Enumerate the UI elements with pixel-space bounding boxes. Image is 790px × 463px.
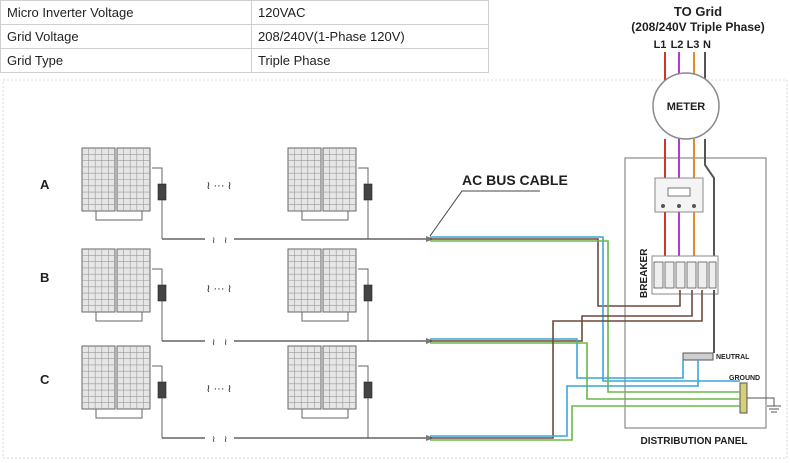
pv-module [81, 147, 116, 212]
pv-module [287, 248, 322, 313]
pv-module [287, 345, 322, 410]
ground-bar [739, 382, 748, 414]
cable-a-line [430, 238, 681, 307]
pv-module [322, 248, 357, 313]
cable-b-ground [430, 342, 740, 400]
spec-row: Grid Type Triple Phase [0, 48, 489, 73]
spec-value: Triple Phase [251, 48, 489, 73]
branch-label-c: C [40, 372, 50, 387]
svg-text:≀: ≀ [224, 434, 227, 444]
branch-trunk: ≀≀ [162, 235, 434, 245]
pv-array [81, 147, 167, 239]
panel-label: DISTRIBUTION PANEL [640, 436, 747, 447]
grid-line-label: L1 [654, 39, 667, 51]
neutral-bar [682, 352, 714, 361]
spec-row: Micro Inverter Voltage 120VAC [0, 0, 489, 25]
branch-trunk: ≀≀ [162, 434, 434, 444]
spec-label: Grid Voltage [0, 24, 252, 49]
pv-module [116, 248, 151, 313]
bus-cables [430, 236, 740, 441]
breaker-label: BREAKER [639, 248, 650, 298]
pv-array [287, 345, 373, 438]
breaker [664, 261, 675, 289]
panel-ellipsis: ≀ ··· ≀ [206, 180, 231, 192]
branch-label-a: A [40, 177, 50, 192]
meter [652, 72, 720, 140]
ground-icon [767, 405, 781, 413]
svg-text:≀: ≀ [224, 337, 227, 347]
ground-wire [747, 397, 775, 406]
micro-inverter [363, 381, 373, 399]
terminal [661, 204, 665, 208]
cable-c-ground [430, 405, 740, 441]
pv-module [81, 345, 116, 410]
panel-ellipsis: ≀ ··· ≀ [206, 383, 231, 395]
distribution-panel [624, 157, 767, 429]
pv-module [287, 147, 322, 212]
pv-module [322, 345, 357, 410]
breaker [686, 261, 697, 289]
bus-cable-label: AC BUS CABLE [462, 172, 568, 188]
micro-inverter [157, 183, 167, 201]
pv-array [287, 248, 373, 341]
pv-module [81, 248, 116, 313]
grid-line-label: L2 [671, 39, 684, 51]
bus-cable-pointer [429, 190, 540, 237]
breaker [675, 261, 686, 289]
svg-text:≀: ≀ [224, 235, 227, 245]
grid-line-label: L3 [687, 39, 700, 51]
terminal [692, 204, 696, 208]
micro-inverter [363, 183, 373, 201]
spec-label: Grid Type [0, 48, 252, 73]
cable-c-line [430, 290, 703, 439]
switch-toggle [667, 187, 691, 197]
meter-label: METER [667, 101, 706, 113]
cable-a-neutral [430, 236, 740, 382]
wire-n [704, 139, 715, 262]
micro-inverter [157, 381, 167, 399]
pv-array [81, 345, 167, 438]
meter-wires [664, 139, 715, 262]
cable-c-neutral [430, 360, 699, 437]
micro-inverter [363, 284, 373, 302]
pv-module [116, 147, 151, 212]
panel-ellipsis: ≀ ··· ≀ [206, 283, 231, 295]
grid-line-label: N [703, 39, 711, 51]
pv-array [287, 147, 373, 239]
grid-line-labels: L1 L2 L3 N [654, 39, 711, 51]
diagram-frame [2, 79, 788, 459]
pv-module [322, 147, 357, 212]
breaker [653, 261, 664, 289]
pv-module [116, 345, 151, 410]
cable-b-line [430, 290, 693, 342]
breaker [697, 261, 708, 289]
breaker [708, 261, 717, 289]
neutral-label: NEUTRAL [716, 354, 750, 361]
breakers [653, 261, 717, 289]
svg-text:≀: ≀ [212, 434, 215, 444]
feeder-wires [664, 212, 695, 262]
terminal [677, 204, 681, 208]
svg-text:≀: ≀ [212, 235, 215, 245]
ground-label: GROUND [729, 375, 760, 382]
pv-array [81, 248, 167, 341]
grid-title: TO Grid [674, 4, 722, 19]
spec-label: Micro Inverter Voltage [0, 0, 252, 25]
svg-text:≀: ≀ [212, 337, 215, 347]
branch-circuits: ≀≀≀≀≀≀ [81, 147, 434, 444]
branch-label-b: B [40, 270, 49, 285]
grid-subtitle: (208/240V Triple Phase) [631, 20, 764, 34]
cable-b-neutral [430, 338, 684, 379]
micro-inverter [157, 284, 167, 302]
spec-table: Micro Inverter Voltage 120VAC Grid Volta… [0, 0, 489, 73]
